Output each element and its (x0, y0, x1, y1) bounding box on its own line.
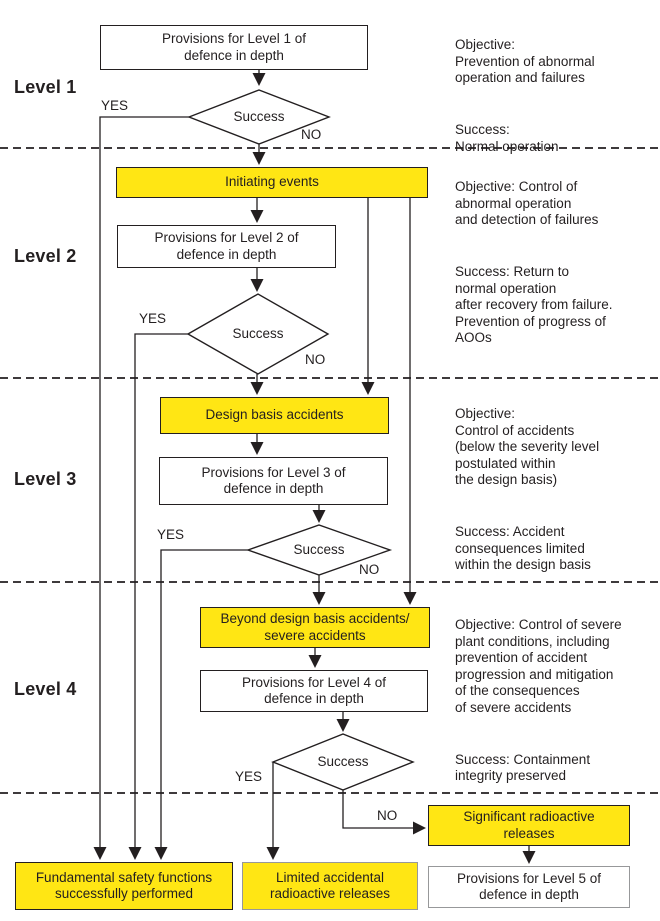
arrow-d1-yes-to-fundamental (93, 116, 189, 860)
decision-level3-shape (245, 524, 393, 576)
level-1-label: Level 1 (14, 77, 77, 97)
node-provisions-level3: Provisions for Level 3 of defence in dep… (159, 457, 388, 505)
node-provisions-level4: Provisions for Level 4 of defence in dep… (200, 670, 428, 712)
level4-success: Success: Containment integrity preserved (455, 751, 591, 784)
node-provisions-level1: Provisions for Level 1 of defence in dep… (100, 25, 368, 70)
node-significant-radioactive-releases: Significant radioactive releases (428, 805, 630, 846)
level4-no-label: NO (377, 808, 398, 823)
decision-diamonds (186, 89, 415, 791)
level3-yes-label: YES (157, 527, 185, 542)
level2-annotation: Objective: Control of abnormal operation… (455, 163, 657, 382)
decision-level3-text: Success (293, 542, 345, 557)
decision-level4-text: Success (317, 754, 369, 769)
level2-objective: Objective: Control of abnormal operation… (455, 179, 599, 228)
arrow-d4-no-to-significant-releases (342, 790, 426, 835)
arrows (93, 70, 536, 864)
decision-level1-shape (187, 89, 331, 145)
level1-success: Success: Normal operation (455, 122, 559, 154)
decision-level1-text: Success (233, 109, 285, 124)
level1-objective: Objective: Prevention of abnormal operat… (455, 37, 595, 86)
level1-annotation: Objective: Prevention of abnormal operat… (455, 21, 657, 191)
node-provisions-level5: Provisions for Level 5 of defence in dep… (428, 866, 630, 908)
level2-no-label: NO (305, 352, 326, 367)
level2-yes-label: YES (139, 311, 167, 326)
level2-success: Success: Return to normal operation afte… (455, 264, 613, 346)
arrow-d3-yes-to-fundamental (154, 549, 248, 860)
level3-success: Success: Accident consequences limited w… (455, 524, 591, 573)
level4-annotation: Objective: Control of severe plant condi… (455, 601, 657, 820)
level4-yes-label: YES (235, 769, 263, 784)
level3-objective: Objective: Control of accidents (below t… (455, 406, 600, 488)
level-separators (0, 147, 660, 794)
node-beyond-design-basis-accidents: Beyond design basis accidents/ severe ac… (200, 607, 430, 648)
node-design-basis-accidents: Design basis accidents (160, 397, 389, 434)
decision-level2-shape (186, 293, 330, 375)
level3-no-label: NO (359, 562, 380, 577)
level-2-label: Level 2 (14, 246, 77, 266)
level-3-label: Level 3 (14, 469, 77, 489)
node-provisions-level2: Provisions for Level 2 of defence in dep… (117, 225, 336, 268)
level4-objective: Objective: Control of severe plant condi… (455, 617, 622, 715)
node-fundamental-safety-functions: Fundamental safety functions successfull… (15, 862, 233, 910)
decision-level4-shape (271, 733, 415, 791)
node-limited-accidental-releases: Limited accidental radioactive releases (242, 862, 418, 910)
level-4-label: Level 4 (14, 679, 77, 699)
level1-no-label: NO (301, 127, 322, 142)
decision-level2-text: Success (232, 326, 284, 341)
level1-yes-label: YES (101, 98, 129, 113)
level3-annotation: Objective: Control of accidents (below t… (455, 390, 657, 609)
node-initiating-events: Initiating events (116, 167, 428, 198)
arrow-d2-yes-to-fundamental (128, 333, 188, 860)
